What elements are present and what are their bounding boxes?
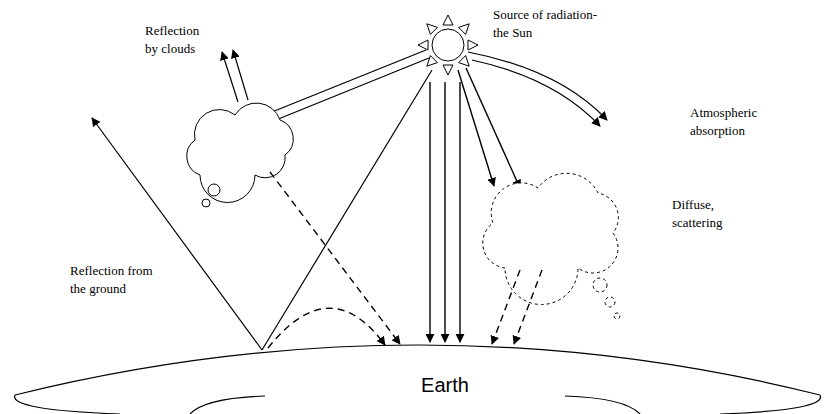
earth-label: Earth	[421, 373, 469, 397]
callout-label: Diffuse, scattering	[672, 196, 734, 232]
diffuse-incoming-rays	[458, 68, 520, 188]
earth-outline	[0, 330, 834, 414]
earth-outline-stroke	[15, 395, 120, 414]
callout-label: Atmospheric absorption	[690, 104, 770, 140]
diffuse-rays	[268, 172, 542, 348]
reflecting-cloud	[187, 103, 293, 207]
callout-label: Reflection from the ground	[70, 262, 162, 298]
earth-surface: Earth	[0, 330, 834, 414]
callout-label: Reflection by clouds	[145, 22, 207, 58]
cloud-reflection-rays	[222, 50, 248, 102]
diffuse-cloud	[483, 173, 620, 319]
earth-outline-stroke	[15, 345, 820, 395]
direct-rays	[430, 82, 460, 342]
sun-symbol	[418, 15, 478, 75]
earth-outline-stroke	[720, 395, 821, 414]
absorption-rays	[468, 52, 607, 126]
ground-reflection-rays	[92, 70, 432, 350]
earth-outline-stroke	[565, 396, 640, 414]
earth-outline-stroke	[190, 396, 265, 414]
cloud-incoming-rays	[262, 50, 429, 124]
callout-label: Source of radiation- the Sun	[493, 6, 608, 42]
